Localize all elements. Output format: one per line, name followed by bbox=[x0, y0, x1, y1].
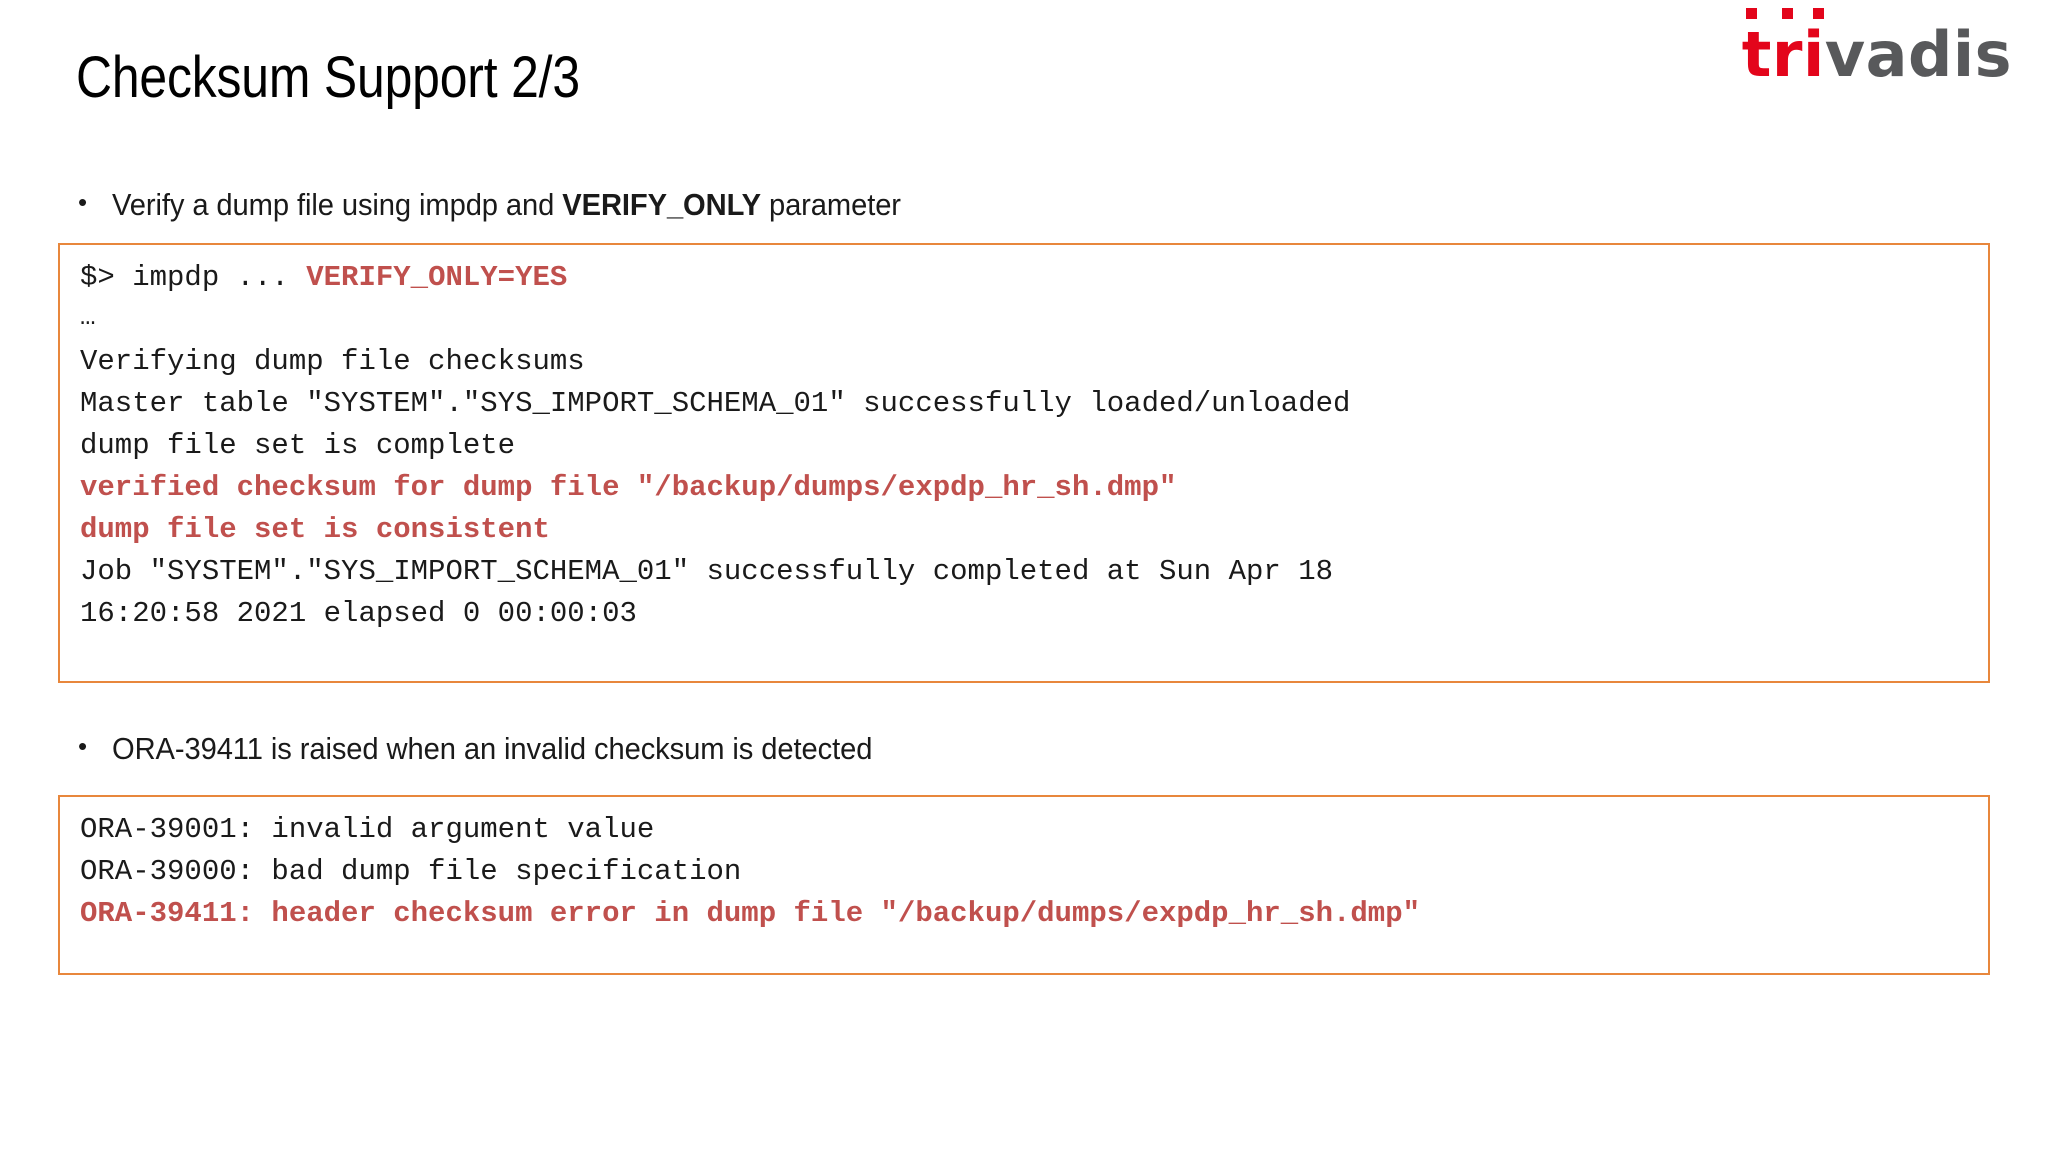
code-text-plain: Verifying dump file checksums bbox=[80, 345, 585, 378]
code-line: ORA-39411: header checksum error in dump… bbox=[80, 897, 1988, 939]
code-text-plain: 16:20:58 2021 elapsed 0 00:00:03 bbox=[80, 597, 637, 630]
code-text-plain: Master table "SYSTEM"."SYS_IMPORT_SCHEMA… bbox=[80, 387, 1351, 420]
code-text-highlight: dump file set is consistent bbox=[80, 513, 550, 546]
code-text-plain: $> impdp ... bbox=[80, 261, 307, 294]
code-text-plain: … bbox=[80, 302, 96, 332]
code-line: dump file set is complete bbox=[80, 429, 1988, 471]
bullet-item-verify-dump: • Verify a dump file using impdp and VER… bbox=[78, 186, 951, 225]
logo-vadis-label: vadis bbox=[1824, 18, 2012, 91]
code-block-impdp-verify-only-output: $> impdp ... VERIFY_ONLY=YES…Verifying d… bbox=[58, 243, 1990, 683]
code-text-plain: dump file set is complete bbox=[80, 429, 516, 462]
bullet-item-ora-39411: • ORA-39411 is raised when an invalid ch… bbox=[78, 730, 921, 769]
code-line: Master table "SYSTEM"."SYS_IMPORT_SCHEMA… bbox=[80, 387, 1988, 429]
code-line: Job "SYSTEM"."SYS_IMPORT_SCHEMA_01" succ… bbox=[80, 555, 1988, 597]
code-line: … bbox=[80, 302, 1988, 345]
code-text-highlight: VERIFY_ONLY=YES bbox=[306, 261, 568, 294]
code-line: $> impdp ... VERIFY_ONLY=YES bbox=[80, 261, 1988, 303]
bullet-text: Verify a dump file using impdp and VERIF… bbox=[112, 186, 901, 225]
code-text-highlight: ORA-39411: header checksum error in dump… bbox=[80, 897, 1421, 930]
code-line: dump file set is consistent bbox=[80, 513, 1988, 555]
code-text-highlight: verified checksum for dump file "/backup… bbox=[80, 471, 1177, 504]
bullet-marker-icon: • bbox=[78, 731, 88, 761]
logo-tri-label: tri bbox=[1741, 18, 1825, 91]
code-text-plain: ORA-39000: bad dump file specification bbox=[80, 855, 742, 888]
bullet-text-before: Verify a dump file using impdp and bbox=[112, 187, 563, 222]
code-text-plain: ORA-39001: invalid argument value bbox=[80, 813, 655, 846]
code-line: ORA-39000: bad dump file specification bbox=[80, 855, 1988, 897]
code-line: verified checksum for dump file "/backup… bbox=[80, 471, 1988, 513]
code-line: 16:20:58 2021 elapsed 0 00:00:03 bbox=[80, 597, 1988, 639]
bullet-text-bold: VERIFY_ONLY bbox=[562, 187, 761, 222]
code-line: ORA-39001: invalid argument value bbox=[80, 813, 1988, 855]
bullet-text-after: parameter bbox=[760, 187, 901, 222]
bullet-marker-icon: • bbox=[78, 187, 88, 217]
bullet-text: ORA-39411 is raised when an invalid chec… bbox=[112, 731, 873, 766]
page-title: Checksum Support 2/3 bbox=[76, 45, 580, 110]
logo-text-red: tri bbox=[1742, 8, 1825, 86]
code-line: Verifying dump file checksums bbox=[80, 345, 1988, 387]
code-text-plain: Job "SYSTEM"."SYS_IMPORT_SCHEMA_01" succ… bbox=[80, 555, 1334, 588]
trivadis-logo: tri vadis bbox=[1742, 8, 2012, 91]
